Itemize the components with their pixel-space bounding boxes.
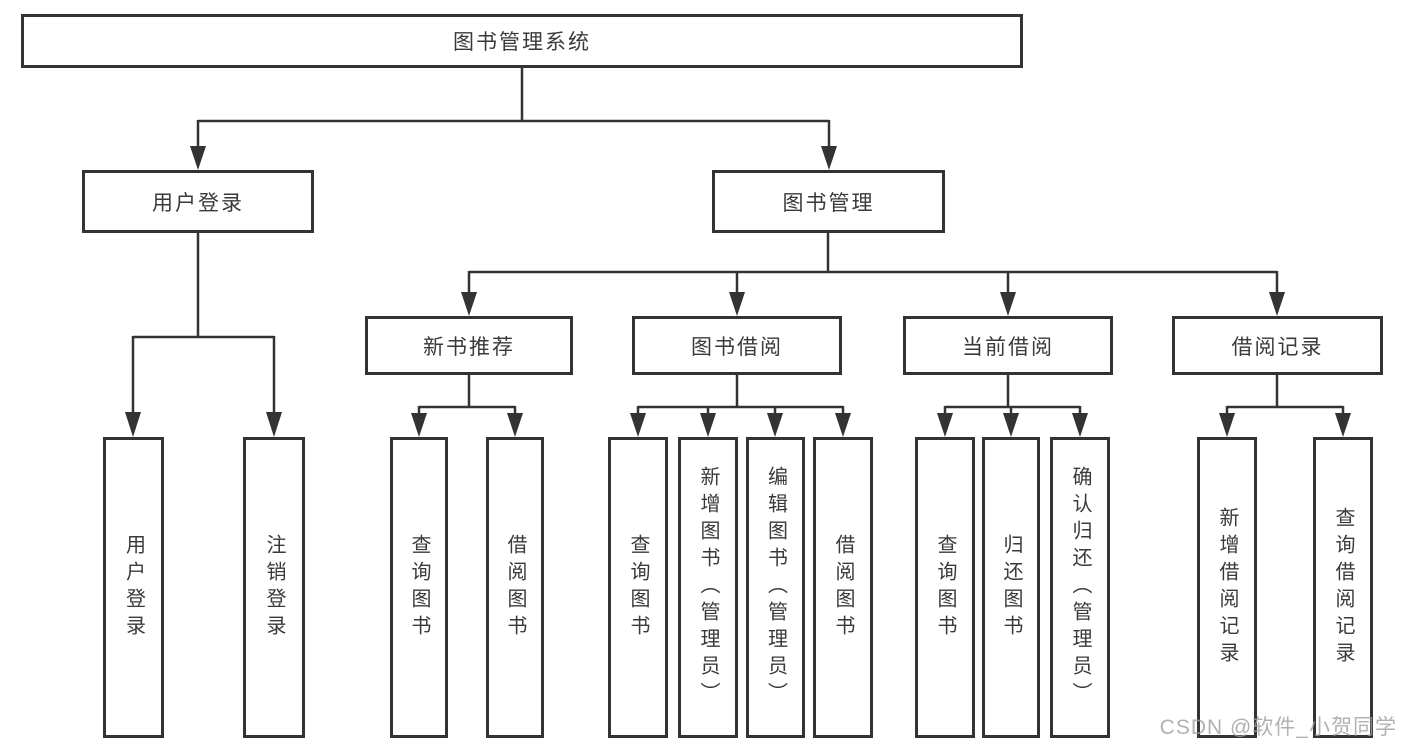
leaf-borrow-books-recommend-label: 借阅图书 — [504, 533, 526, 642]
leaf-return-books-label: 归还图书 — [1000, 533, 1022, 642]
node-new-book-recommend-label: 新书推荐 — [423, 335, 515, 359]
leaf-query-books-borrow: 查询图书 — [608, 437, 668, 738]
node-book-management-label: 图书管理 — [782, 191, 875, 215]
node-borrow-records-label: 借阅记录 — [1231, 335, 1324, 359]
leaf-user-login: 用户登录 — [103, 437, 164, 738]
leaf-return-books: 归还图书 — [982, 437, 1040, 738]
leaf-edit-books-admin: 编辑图书（管理员） — [746, 437, 805, 738]
leaf-borrow-books-label: 借阅图书 — [832, 533, 854, 642]
leaf-edit-books-admin-label: 编辑图书（管理员） — [764, 466, 787, 709]
connector-arrowheads — [125, 146, 1351, 437]
node-borrow-records: 借阅记录 — [1172, 316, 1383, 375]
leaf-query-books-recommend: 查询图书 — [390, 437, 448, 738]
leaf-query-borrow-record-label: 查询借阅记录 — [1332, 506, 1354, 669]
leaf-query-books-recommend-label: 查询图书 — [408, 533, 430, 642]
leaf-user-login-label: 用户登录 — [122, 533, 145, 642]
node-user-login: 用户登录 — [82, 170, 314, 233]
node-book-borrow-label: 图书借阅 — [691, 335, 783, 359]
node-root-system-label: 图书管理系统 — [453, 31, 591, 54]
leaf-confirm-return-admin-label: 确认归还（管理员） — [1069, 466, 1091, 709]
leaf-query-books-current-label: 查询图书 — [934, 533, 956, 642]
leaf-query-books-borrow-label: 查询图书 — [627, 533, 649, 642]
node-new-book-recommend: 新书推荐 — [365, 316, 573, 375]
leaf-add-books-admin: 新增图书（管理员） — [678, 437, 738, 738]
leaf-query-books-current: 查询图书 — [915, 437, 975, 738]
leaf-confirm-return-admin: 确认归还（管理员） — [1050, 437, 1110, 738]
node-current-borrow: 当前借阅 — [903, 316, 1113, 375]
leaf-add-books-admin-label: 新增图书（管理员） — [697, 466, 719, 709]
connector-group — [131, 68, 1345, 417]
node-user-login-label: 用户登录 — [152, 191, 244, 215]
leaf-add-borrow-record: 新增借阅记录 — [1197, 437, 1257, 738]
node-book-management: 图书管理 — [712, 170, 945, 233]
node-book-borrow: 图书借阅 — [632, 316, 842, 375]
leaf-borrow-books: 借阅图书 — [813, 437, 873, 738]
leaf-add-borrow-record-label: 新增借阅记录 — [1216, 506, 1238, 669]
leaf-borrow-books-recommend: 借阅图书 — [486, 437, 544, 738]
node-current-borrow-label: 当前借阅 — [962, 335, 1054, 359]
leaf-logout: 注销登录 — [243, 437, 305, 738]
node-root-system: 图书管理系统 — [21, 14, 1023, 68]
leaf-query-borrow-record: 查询借阅记录 — [1313, 437, 1373, 738]
leaf-logout-label: 注销登录 — [263, 533, 285, 642]
